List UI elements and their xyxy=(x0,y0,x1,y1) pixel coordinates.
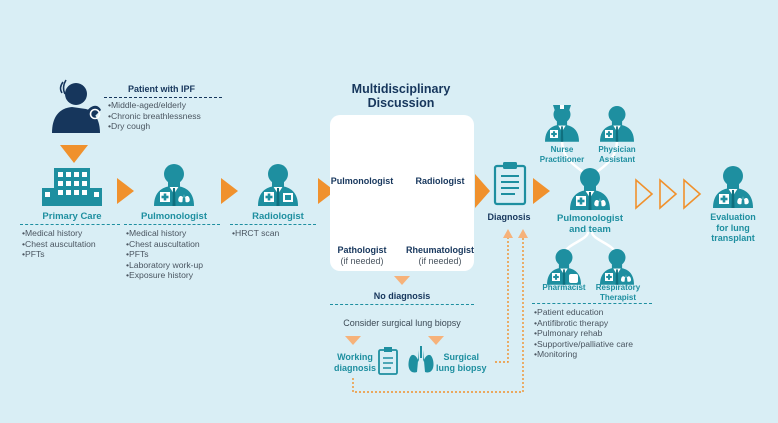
list-item: PFTs xyxy=(126,249,203,260)
mdd-member-label: Pulmonologist xyxy=(330,176,394,186)
pharmacist-label: Pharmacist xyxy=(542,283,586,292)
respiratory-therapist-label: Respiratory Therapist xyxy=(588,283,648,302)
down-arrow-icon xyxy=(60,145,88,163)
list-item: Medical history xyxy=(126,228,203,239)
outlined-arrows-icon xyxy=(635,178,702,210)
label-line: for lung xyxy=(716,222,750,233)
divider xyxy=(330,304,474,305)
label-line: lung biopsy xyxy=(436,363,487,373)
physician-assistant-icon xyxy=(600,106,634,142)
primary-care-bullets: Medical history Chest auscultation PFTs xyxy=(22,228,96,260)
respiratory-therapist-icon xyxy=(600,249,634,285)
radiologist-doctor-icon xyxy=(258,164,298,206)
mdd-member-label: Rheumatologist (if needed) xyxy=(402,245,478,267)
nurse-practitioner-label: Nurse Practitioner xyxy=(536,145,588,164)
mdd-title-line: Multidisciplinary xyxy=(351,82,451,96)
patient-bullets: Middle-aged/elderly Chronic breathlessne… xyxy=(108,100,201,132)
right-arrow-icon xyxy=(533,178,550,204)
surgical-biopsy-label: Surgical lung biopsy xyxy=(436,352,487,374)
no-diagnosis-label: No diagnosis xyxy=(373,291,431,301)
divider xyxy=(532,303,652,304)
mdd-title: Multidisciplinary Discussion xyxy=(328,82,474,110)
label-line: Respiratory xyxy=(595,283,641,292)
physician-assistant-label: Physician Assistant xyxy=(590,145,644,164)
label-line: Pulmonologist xyxy=(557,213,623,224)
working-diagnosis-label: Working diagnosis xyxy=(334,352,376,374)
list-item: Exposure history xyxy=(126,270,203,281)
radiologist-step-title: Radiologist xyxy=(252,211,304,222)
list-item: Medical history xyxy=(22,228,96,239)
diagnosis-label: Diagnosis xyxy=(487,212,531,222)
patient-coughing-icon xyxy=(52,79,101,133)
label-line: Physician xyxy=(598,145,636,154)
list-item: Patient education xyxy=(534,307,633,318)
right-arrow-icon xyxy=(117,178,134,204)
divider xyxy=(230,224,316,225)
label-line: Surgical xyxy=(443,352,479,362)
list-item: Chronic breathlessness xyxy=(108,111,201,122)
working-diagnosis-clipboard-icon xyxy=(378,347,398,375)
radiologist-step-bullets: HRCT scan xyxy=(232,228,279,239)
nurse-practitioner-icon xyxy=(545,105,579,142)
patient-title: Patient with IPF xyxy=(128,84,196,94)
feedback-dotted-lines xyxy=(352,236,524,393)
pulmonologist-doctor-icon xyxy=(154,164,194,206)
mdd-member-label: Pathologist (if needed) xyxy=(330,245,394,267)
up-arrow-icon xyxy=(503,229,513,238)
label-line: Working xyxy=(337,352,373,362)
list-item: Chest auscultation xyxy=(126,239,203,250)
down-arrow-icon xyxy=(345,336,361,345)
clipboard-icon xyxy=(493,162,527,206)
list-item: Laboratory work-up xyxy=(126,260,203,271)
pulmonologist-step-title: Pulmonologist xyxy=(141,211,207,222)
list-item: Supportive/palliative care xyxy=(534,339,633,350)
label-line: and team xyxy=(569,224,611,235)
list-item: Chest auscultation xyxy=(22,239,96,250)
team-bullets: Patient education Antifibrotic therapy P… xyxy=(534,307,633,360)
transplant-doctor-icon xyxy=(713,166,753,208)
mdd-member-note: (if needed) xyxy=(418,256,462,266)
right-arrow-icon xyxy=(318,178,335,204)
divider xyxy=(20,224,120,225)
label-line: transplant xyxy=(711,233,755,243)
right-arrow-icon xyxy=(221,178,238,204)
transplant-label: Evaluation for lung transplant xyxy=(700,212,766,244)
label-line: Assistant xyxy=(598,154,635,164)
hospital-building-icon xyxy=(42,168,102,206)
list-item: PFTs xyxy=(22,249,96,260)
label-line: Practitioner xyxy=(539,154,585,164)
mdd-member-label: Radiologist xyxy=(415,176,465,186)
list-item: Middle-aged/elderly xyxy=(108,100,201,111)
mdd-panel xyxy=(330,115,474,271)
label-line: Therapist xyxy=(599,292,636,302)
down-arrow-icon xyxy=(394,276,410,285)
pharmacist-icon xyxy=(547,249,581,285)
list-item: Pulmonary rehab xyxy=(534,328,633,339)
pulmonologist-team-label: Pulmonologist and team xyxy=(548,213,632,235)
pulmonologist-team-lead-icon xyxy=(570,168,610,210)
label-line: Nurse xyxy=(550,145,574,154)
list-item: Monitoring xyxy=(534,349,633,360)
list-item: HRCT scan xyxy=(232,228,279,239)
up-arrow-icon xyxy=(518,229,528,238)
consider-biopsy-label: Consider surgical lung biopsy xyxy=(343,318,461,328)
right-arrow-icon xyxy=(475,174,490,208)
label-line: Evaluation xyxy=(710,212,756,222)
mdd-title-line: Discussion xyxy=(367,96,435,110)
down-arrow-icon xyxy=(428,336,444,345)
lungs-icon xyxy=(408,346,434,373)
list-item: Antifibrotic therapy xyxy=(534,318,633,329)
pulmonologist-step-bullets: Medical history Chest auscultation PFTs … xyxy=(126,228,203,281)
mdd-member-name: Pathologist xyxy=(337,245,387,255)
divider xyxy=(104,97,222,98)
list-item: Dry cough xyxy=(108,121,201,132)
mdd-member-note: (if needed) xyxy=(340,256,384,266)
divider xyxy=(124,224,220,225)
mdd-member-name: Rheumatologist xyxy=(405,245,474,255)
primary-care-title: Primary Care xyxy=(42,211,102,222)
label-line: diagnosis xyxy=(334,363,377,373)
